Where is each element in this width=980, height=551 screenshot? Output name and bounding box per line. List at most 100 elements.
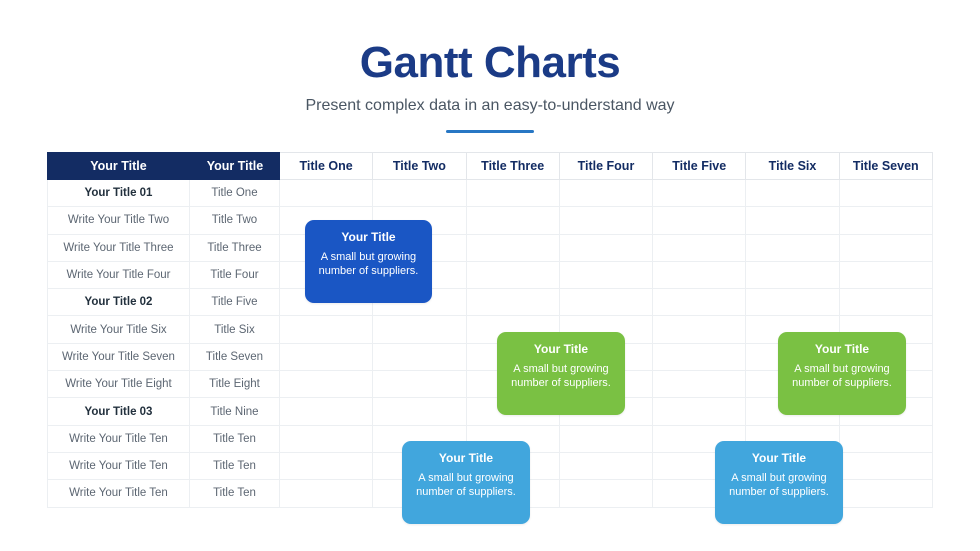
gantt-bar[interactable]: Your Title A small but growing number of …: [715, 441, 843, 524]
gantt-bar-text: A small but growing number of suppliers.: [792, 363, 892, 389]
timeline-cell[interactable]: [559, 480, 654, 508]
table-header-cell-4: Title Three: [466, 152, 560, 180]
timeline-cell[interactable]: [466, 234, 560, 262]
gantt-bar-title: Your Title: [751, 451, 807, 465]
row-label-secondary: Title Six: [189, 316, 280, 344]
timeline-cell[interactable]: [466, 180, 560, 208]
timeline-cell[interactable]: [653, 289, 747, 317]
row-label-secondary: Title Four: [189, 261, 280, 290]
row-label-primary: Write Your Title Ten: [47, 452, 190, 481]
timeline-cell[interactable]: [653, 261, 747, 290]
timeline-cell[interactable]: [839, 452, 933, 481]
timeline-cell[interactable]: [559, 425, 654, 453]
timeline-cell[interactable]: [279, 316, 374, 344]
timeline-cell[interactable]: [653, 180, 747, 208]
timeline-cell[interactable]: [279, 180, 374, 208]
gantt-bar[interactable]: Your Title A small but growing number of …: [402, 441, 530, 524]
timeline-cell[interactable]: [839, 207, 933, 235]
page-title: Gantt Charts: [359, 38, 621, 87]
table-header-cell-1: Your Title: [189, 152, 280, 180]
timeline-cell[interactable]: [373, 289, 467, 317]
timeline-cell[interactable]: [839, 398, 933, 426]
timeline-cell[interactable]: [559, 289, 654, 317]
timeline-cell[interactable]: [559, 398, 654, 426]
timeline-cell[interactable]: [466, 207, 560, 235]
timeline-cell[interactable]: [373, 371, 467, 399]
timeline-cell[interactable]: [559, 261, 654, 290]
timeline-cell[interactable]: [839, 480, 933, 508]
row-label-secondary: Title Nine: [189, 398, 280, 426]
gantt-bar-text: A small but growing number of suppliers.: [416, 472, 516, 498]
gantt-bar[interactable]: Your Title A small but growing number of …: [305, 220, 432, 303]
timeline-cell[interactable]: [746, 289, 840, 317]
timeline-cell[interactable]: [373, 398, 467, 426]
gantt-bar-text: A small but growing number of suppliers.: [729, 472, 829, 498]
timeline-cell[interactable]: [839, 261, 933, 290]
row-label-secondary: Title Ten: [189, 480, 280, 508]
row-label-primary: Write Your Title Six: [47, 316, 190, 344]
timeline-cell[interactable]: [839, 234, 933, 262]
row-label-primary: Write Your Title Four: [47, 261, 190, 290]
timeline-cell[interactable]: [653, 207, 747, 235]
table-header-cell-2: Title One: [279, 152, 374, 180]
row-label-secondary: Title Five: [189, 289, 280, 317]
timeline-cell[interactable]: [839, 425, 933, 453]
timeline-cell[interactable]: [279, 480, 374, 508]
timeline-cell[interactable]: [746, 261, 840, 290]
timeline-cell[interactable]: [279, 343, 374, 372]
row-label-primary: Write Your Title Three: [47, 234, 190, 262]
timeline-cell[interactable]: [559, 452, 654, 481]
row-label-secondary: Title Ten: [189, 452, 280, 481]
timeline-cell[interactable]: [279, 425, 374, 453]
row-label-secondary: Title Two: [189, 207, 280, 235]
page-subtitle: Present complex data in an easy-to-under…: [305, 97, 675, 114]
row-label-primary: Your Title 01: [47, 180, 190, 208]
timeline-cell[interactable]: [839, 289, 933, 317]
timeline-cell[interactable]: [746, 234, 840, 262]
timeline-cell[interactable]: [466, 261, 560, 290]
gantt-bar-text: A small but growing number of suppliers.: [318, 251, 419, 277]
timeline-cell[interactable]: [373, 180, 467, 208]
row-label-primary: Your Title 02: [47, 289, 190, 317]
row-label-primary: Write Your Title Two: [47, 207, 190, 235]
timeline-cell[interactable]: [653, 371, 747, 399]
title-underline: [446, 130, 534, 133]
row-label-primary: Write Your Title Seven: [47, 343, 190, 372]
row-label-primary: Write Your Title Ten: [47, 425, 190, 453]
timeline-cell[interactable]: [746, 207, 840, 235]
table-header-cell-3: Title Two: [373, 152, 467, 180]
timeline-cell[interactable]: [559, 234, 654, 262]
row-label-primary: Write Your Title Eight: [47, 371, 190, 399]
timeline-cell[interactable]: [653, 398, 747, 426]
timeline-cell[interactable]: [653, 234, 747, 262]
row-label-secondary: Title Ten: [189, 425, 280, 453]
timeline-cell[interactable]: [466, 289, 560, 317]
row-label-primary: Your Title 03: [47, 398, 190, 426]
timeline-cell[interactable]: [279, 452, 374, 481]
timeline-cell[interactable]: [559, 207, 654, 235]
timeline-cell[interactable]: [559, 180, 654, 208]
row-label-secondary: Title Eight: [189, 371, 280, 399]
gantt-bar-title: Your Title: [341, 230, 396, 244]
timeline-cell[interactable]: [746, 180, 840, 208]
timeline-cell[interactable]: [653, 425, 747, 453]
gantt-bar[interactable]: Your Title A small but growing number of …: [778, 332, 906, 415]
timeline-cell[interactable]: [279, 398, 374, 426]
timeline-cell[interactable]: [373, 343, 467, 372]
timeline-cell[interactable]: [653, 316, 747, 344]
timeline-cell[interactable]: [653, 343, 747, 372]
table-header-cell-8: Title Seven: [839, 152, 933, 180]
timeline-cell[interactable]: [279, 371, 374, 399]
gantt-bar-title: Your Title: [533, 342, 589, 356]
gantt-bar-title: Your Title: [814, 342, 870, 356]
gantt-bar-title: Your Title: [438, 451, 494, 465]
row-label-secondary: Title Three: [189, 234, 280, 262]
timeline-cell[interactable]: [373, 316, 467, 344]
timeline-cell[interactable]: [839, 180, 933, 208]
